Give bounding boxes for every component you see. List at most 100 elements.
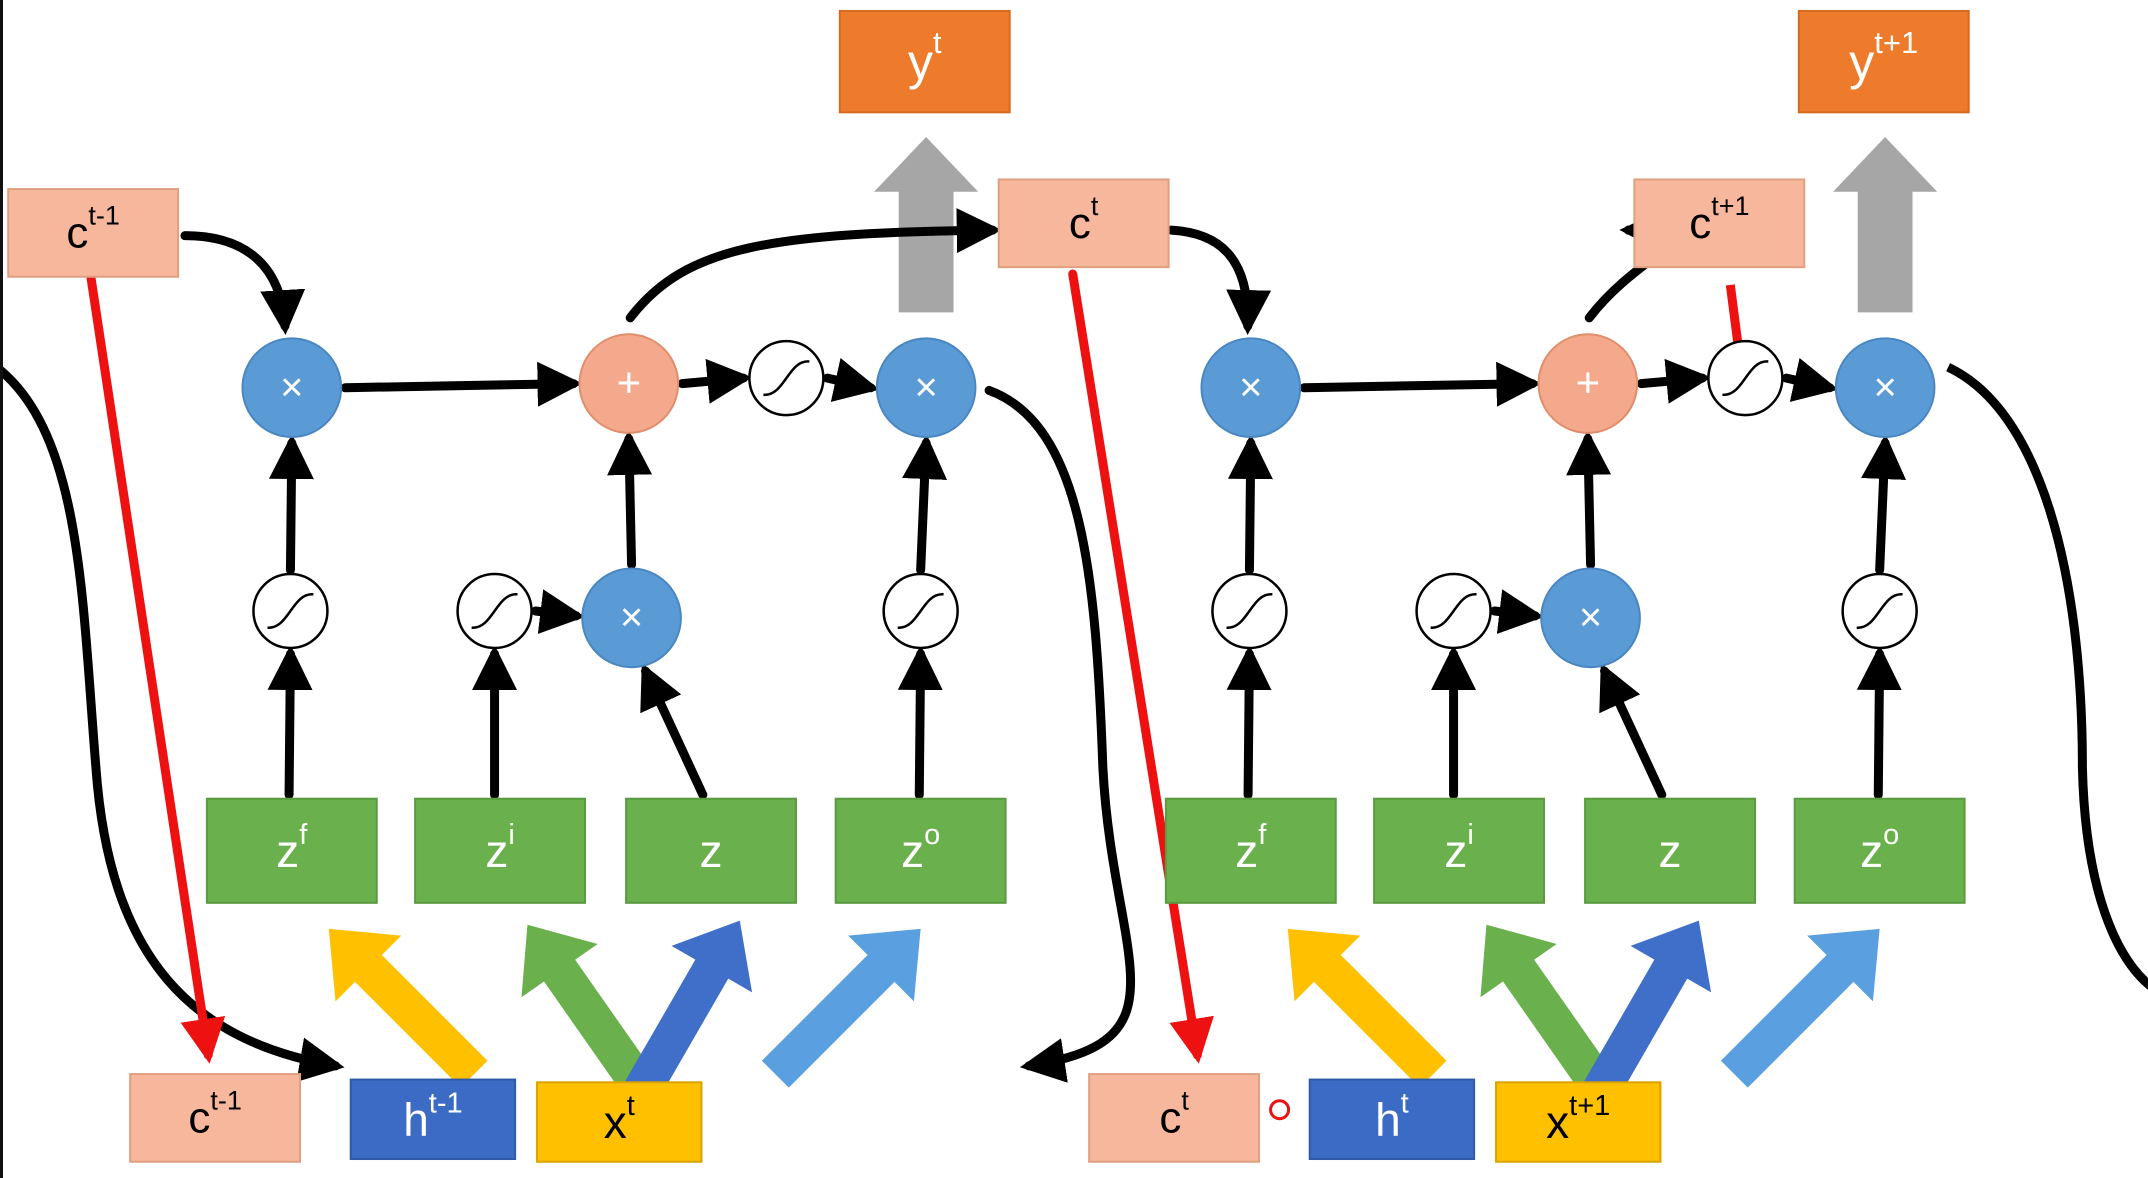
input-h-box: [349, 1078, 517, 1161]
input-block-arrow-0-shape: [328, 928, 488, 1088]
gate-label-2: z: [700, 825, 723, 877]
gate-box-1: [414, 797, 586, 904]
input-x-label-sup: t: [627, 1090, 635, 1122]
input-h-label-sup: t-1: [429, 1087, 463, 1119]
output-mult-node-symbol: ×: [914, 365, 937, 409]
input-block-arrow-2: [1579, 920, 1712, 1109]
z-to-mult-arrow: [1599, 663, 1667, 800]
input-c-label: ct: [1159, 1086, 1189, 1143]
gate-label-0-base: z: [1235, 825, 1258, 877]
add-node-symbol: +: [1576, 359, 1601, 406]
gate-label-1-sup: i: [508, 818, 514, 850]
input-sigmoid-to-mult-arrow: [1490, 589, 1545, 634]
next-cell-state-label-base: c: [1069, 199, 1091, 248]
input-h-label-base: h: [403, 1094, 429, 1146]
left-border: [0, 0, 3, 1178]
prev-cell-state-box: [7, 188, 180, 278]
input-x-label: xt: [604, 1090, 635, 1149]
input-block-arrow-3-shape: [1720, 928, 1880, 1088]
input-x-box: [1495, 1081, 1662, 1163]
zf-to-sigmoid-arrow: [267, 645, 313, 800]
output-mult-node-symbol: ×: [1873, 365, 1896, 409]
output-y-box: [1797, 9, 1970, 114]
gate-label-1: zi: [485, 818, 514, 877]
c-prev-to-forget-mult-arrow: [1166, 225, 1272, 336]
next-cell-state-label-sup: t: [1091, 191, 1099, 221]
forget-sigmoid-node-curve: [267, 593, 314, 629]
output-y-label-base: y: [1849, 34, 1874, 90]
forget-mult-to-add-arrow: [340, 361, 583, 407]
gate-label-3-sup: o: [1883, 818, 1899, 850]
cell-to-next-c-arrow: [625, 208, 1002, 323]
input-block-arrow-2-shape: [1579, 920, 1712, 1109]
gate-label-1: zi: [1444, 818, 1473, 877]
forget-mult-to-add-arrow: [1299, 361, 1542, 407]
input-x-label-base: x: [1546, 1096, 1569, 1148]
output-sigmoid-node-curve: [897, 593, 944, 629]
prev-c-red-arrow: [85, 269, 226, 1064]
next-cell-state-box: [997, 178, 1170, 269]
input-mult-node: [581, 567, 682, 669]
input-c-box: [129, 1073, 302, 1163]
prev-cell-state-label: ct-1: [66, 201, 120, 258]
input-mult-node-symbol: ×: [620, 595, 643, 639]
gate-label-3: zo: [901, 818, 940, 877]
output-y-label: yt+1: [1849, 25, 1918, 90]
output-mult-node: [875, 337, 977, 439]
zo-to-sigmoid-arrow: [897, 645, 943, 800]
forget-mult-node-symbol: ×: [1239, 365, 1262, 409]
input-block-arrow-0-shape: [1287, 928, 1447, 1088]
next-cell-state-box: [1633, 178, 1806, 269]
input-x-box: [536, 1081, 703, 1163]
input-sigmoid-node-curve: [471, 593, 518, 629]
gate-label-0-base: z: [276, 825, 299, 877]
input-block-arrow-1-shape: [1480, 924, 1620, 1104]
gate-box-3: [834, 797, 1007, 904]
input-sigmoid-node-curve: [1430, 593, 1477, 629]
gate-label-2: z: [1659, 825, 1682, 877]
next-cell-state-label: ct: [1069, 191, 1099, 248]
add-node: [1537, 333, 1639, 434]
gate-label-3: zo: [1860, 818, 1899, 877]
zf-to-sigmoid-arrow: [1226, 645, 1272, 800]
input-sigmoid-to-mult-arrow: [531, 589, 586, 634]
prev-cell-state-label-base: c: [66, 208, 88, 257]
output-y-label: yt: [908, 25, 942, 90]
gate-label-0-sup: f: [299, 818, 308, 850]
gate-box-1: [1373, 797, 1545, 904]
input-x-label: xt+1: [1546, 1090, 1610, 1149]
output-gray-arrow-shape: [874, 137, 979, 313]
tanh-to-output-mult-arrow: [1781, 357, 1839, 402]
input-block-arrow-1: [521, 924, 661, 1104]
output-y-label-base: y: [908, 34, 933, 90]
forget-sigmoid-to-mult-arrow: [268, 434, 314, 575]
output-y-box: [838, 9, 1011, 114]
input-c-label: ct-1: [188, 1086, 242, 1143]
forget-mult-node: [241, 337, 343, 439]
gate-label-0: zf: [1235, 818, 1267, 877]
forget-mult-node-symbol: ×: [280, 365, 303, 409]
next-c-red-arrow: [1068, 269, 1214, 1064]
gate-label-0: zf: [276, 818, 308, 877]
input-block-arrow-1-shape: [521, 924, 661, 1104]
input-mult-to-add-arrow: [607, 429, 653, 570]
input-block-arrow-0: [1287, 928, 1447, 1088]
gate-label-1-base: z: [485, 825, 508, 877]
add-node-symbol: +: [617, 359, 642, 406]
gate-label-2-base: z: [1659, 825, 1682, 877]
input-block-arrow-0: [328, 928, 488, 1088]
input-c-box: [1088, 1073, 1261, 1163]
output-to-next-h-arrow: [984, 385, 1136, 1083]
input-c-label-sup: t-1: [210, 1086, 242, 1116]
gate-label-2-base: z: [700, 825, 723, 877]
input-h-label: ht-1: [403, 1087, 462, 1146]
input-h-label: ht: [1375, 1087, 1409, 1146]
input-block-arrow-3: [1720, 928, 1880, 1088]
output-mult-node: [1834, 337, 1936, 439]
input-c-label-base: c: [188, 1093, 210, 1142]
next-cell-state-label-base: c: [1689, 199, 1711, 248]
output-y-label-sup: t: [933, 25, 942, 60]
gate-label-3-sup: o: [924, 818, 940, 850]
c-prev-to-forget-mult-arrow: [180, 231, 306, 336]
